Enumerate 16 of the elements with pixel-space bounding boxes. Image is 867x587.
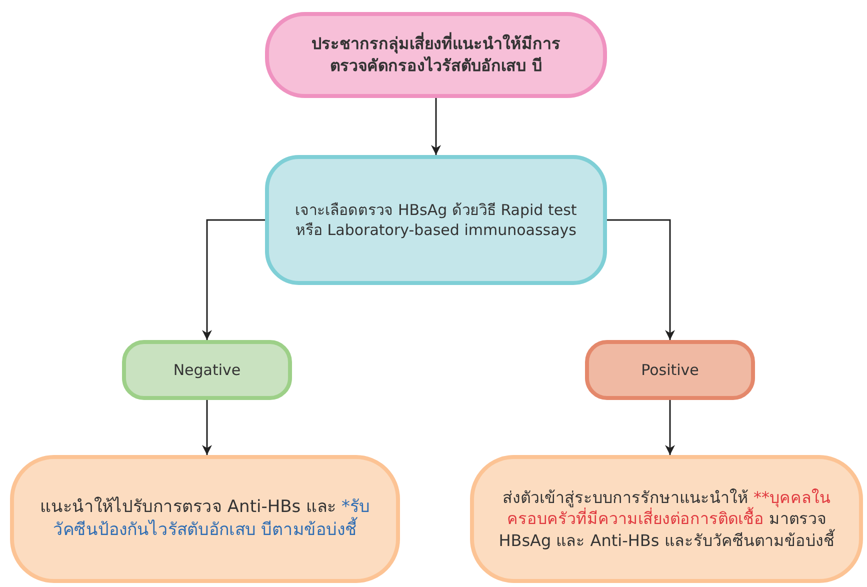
- result-box: [122, 340, 292, 400]
- outcome-box: [10, 455, 400, 583]
- arrow: [607, 219, 675, 340]
- node-text: ประชากรกลุ่มเสี่ยงที่แนะนำให้มีการตรวจคัดกรองไวรัสตับอักเสบ บี: [310, 33, 562, 77]
- node-text: Negative: [173, 360, 241, 380]
- node-text: เจาะเลือดตรวจ HBsAg ด้วยวิธี Rapid test หรือ Laboratory-based immunoassays: [294, 200, 578, 240]
- node-text: แนะนำให้ไปรับการตรวจ Anti-HBs และ *รับวัคซีนป้องกันไวรัสตับอักเสบ บีตามข้อบ่งชี้: [39, 496, 371, 542]
- outcome-box: [470, 455, 863, 583]
- arrow: [431, 98, 441, 155]
- node-text: ส่งตัวเข้าสู่ระบบการรักษาแนะนำให้ **บุคคลในครอบครัวที่มีความเสี่ยงต่อการติดเชื้อ มาตรวจ HBsAg และ Anti-HBs และรับวัคซีนตามข้อบ่งชี้: [498, 486, 836, 552]
- arrow: [202, 400, 212, 455]
- node-text: Positive: [641, 360, 699, 380]
- process-box: [265, 155, 607, 285]
- arrow: [665, 400, 675, 455]
- result-box: [585, 340, 755, 400]
- arrow: [202, 219, 265, 340]
